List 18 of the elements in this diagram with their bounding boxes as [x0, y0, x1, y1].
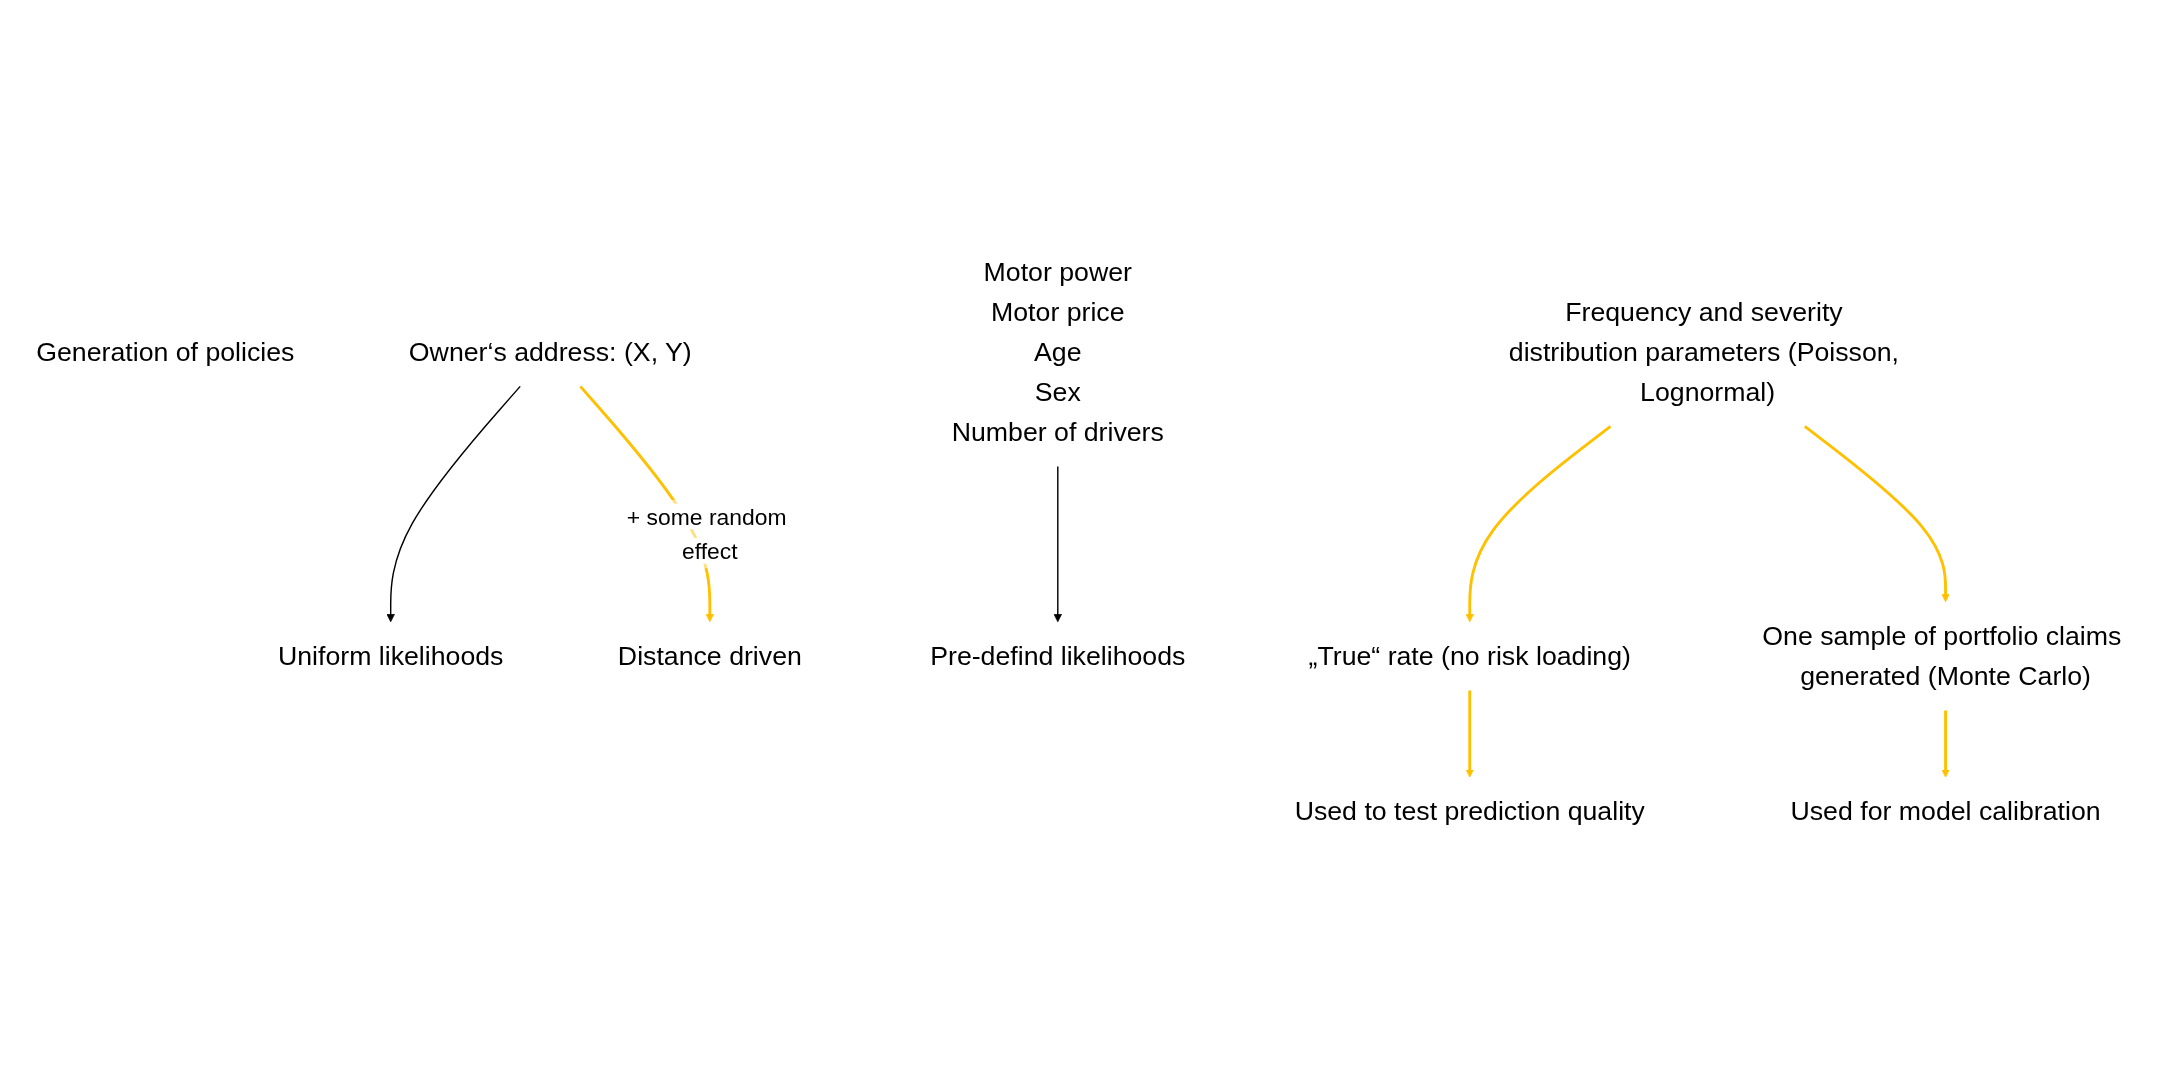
edge-label: + some random effect — [626, 503, 787, 564]
node-text: „True“ rate (no risk loading) — [1308, 640, 1631, 671]
arrow — [1465, 690, 1474, 778]
arrow — [1465, 425, 1612, 622]
arrow — [386, 385, 521, 622]
node-text: Distance driven — [617, 640, 802, 671]
node-text: Motor power Motor price Age Sex Number of drivers — [951, 256, 1164, 447]
node-text: Used for model calibration — [1790, 796, 2101, 826]
node-text: One sample of portfolio claims generated (Monte Carlo) — [1762, 620, 2122, 691]
arrow — [1941, 710, 1950, 778]
node-text: Owner‘s address: (X, Y) — [408, 336, 692, 367]
arrow — [1053, 465, 1062, 622]
node-text: Pre-defind likelihoods — [930, 640, 1186, 671]
node-text: Generation of policies — [36, 336, 295, 367]
node-text: Uniform likelihoods — [277, 640, 504, 671]
node-text: Frequency and severity distribution parameters (Poisson, Lognormal) — [1508, 296, 1900, 407]
node-text: Used to test prediction quality — [1294, 796, 1645, 826]
arrow — [1803, 425, 1950, 602]
